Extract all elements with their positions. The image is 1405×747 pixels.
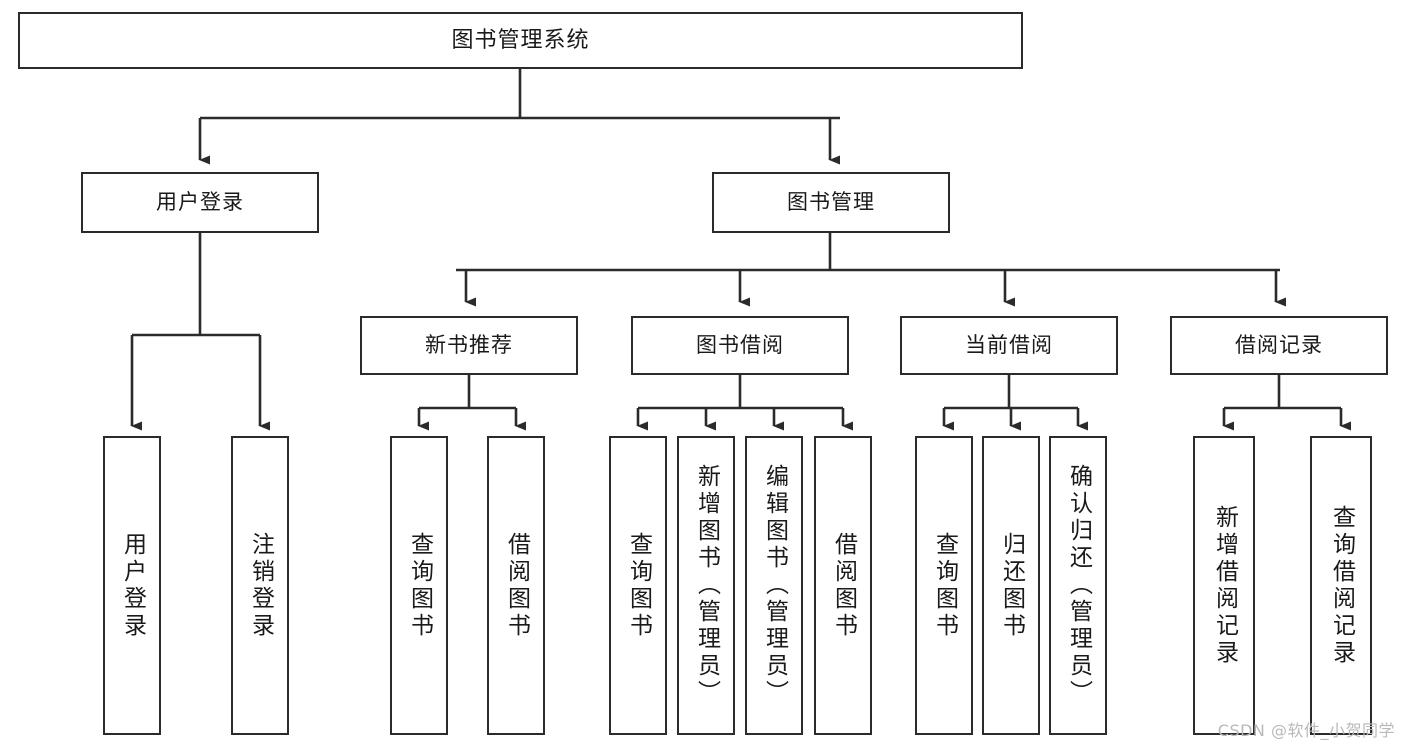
leaf-edit-book-label: 编辑图书（管理员）: [761, 464, 788, 707]
node-borrow-record-label: 借阅记录: [1235, 333, 1323, 358]
node-borrow-record[interactable]: 借阅记录: [1170, 316, 1388, 375]
leaf-return-book[interactable]: 归还图书: [982, 436, 1040, 735]
node-new-book-recommend-label: 新书推荐: [425, 333, 513, 358]
leaf-borrow-book-2-label: 借阅图书: [830, 531, 857, 640]
leaf-query-book-2[interactable]: 查询图书: [609, 436, 667, 735]
node-book-management[interactable]: 图书管理: [712, 172, 950, 233]
leaf-borrow-book-1-label: 借阅图书: [503, 531, 530, 640]
node-new-book-recommend[interactable]: 新书推荐: [360, 316, 578, 375]
node-book-borrow[interactable]: 图书借阅: [631, 316, 849, 375]
leaf-query-book-3-label: 查询图书: [931, 531, 958, 640]
leaf-query-book-2-label: 查询图书: [625, 531, 652, 640]
leaf-add-book[interactable]: 新增图书（管理员）: [677, 436, 735, 735]
node-root[interactable]: 图书管理系统: [18, 12, 1023, 69]
leaf-user-login[interactable]: 用户登录: [103, 436, 161, 735]
leaf-user-login-label: 用户登录: [119, 531, 146, 640]
leaf-logout-label: 注销登录: [247, 531, 274, 640]
leaf-query-book-1[interactable]: 查询图书: [390, 436, 448, 735]
leaf-borrow-book-1[interactable]: 借阅图书: [487, 436, 545, 735]
node-current-borrow[interactable]: 当前借阅: [900, 316, 1118, 375]
node-book-borrow-label: 图书借阅: [696, 333, 784, 358]
node-root-label: 图书管理系统: [451, 27, 590, 53]
leaf-return-book-label: 归还图书: [998, 531, 1025, 640]
leaf-query-record[interactable]: 查询借阅记录: [1310, 436, 1372, 735]
leaf-confirm-return-label: 确认归还（管理员）: [1065, 464, 1092, 707]
leaf-query-book-3[interactable]: 查询图书: [915, 436, 973, 735]
leaf-logout[interactable]: 注销登录: [231, 436, 289, 735]
leaf-confirm-return[interactable]: 确认归还（管理员）: [1049, 436, 1107, 735]
node-user-login-label: 用户登录: [156, 190, 244, 215]
leaf-add-record-label: 新增借阅记录: [1211, 504, 1238, 667]
leaf-add-book-label: 新增图书（管理员）: [693, 464, 720, 707]
leaf-query-book-1-label: 查询图书: [406, 531, 433, 640]
node-book-management-label: 图书管理: [787, 190, 875, 215]
leaf-edit-book[interactable]: 编辑图书（管理员）: [745, 436, 803, 735]
node-current-borrow-label: 当前借阅: [965, 333, 1053, 358]
csdn-watermark: CSDN @软件_小贺同学: [1217, 721, 1395, 740]
leaf-query-record-label: 查询借阅记录: [1328, 504, 1355, 667]
leaf-add-record[interactable]: 新增借阅记录: [1193, 436, 1255, 735]
node-user-login[interactable]: 用户登录: [81, 172, 319, 233]
leaf-borrow-book-2[interactable]: 借阅图书: [814, 436, 872, 735]
